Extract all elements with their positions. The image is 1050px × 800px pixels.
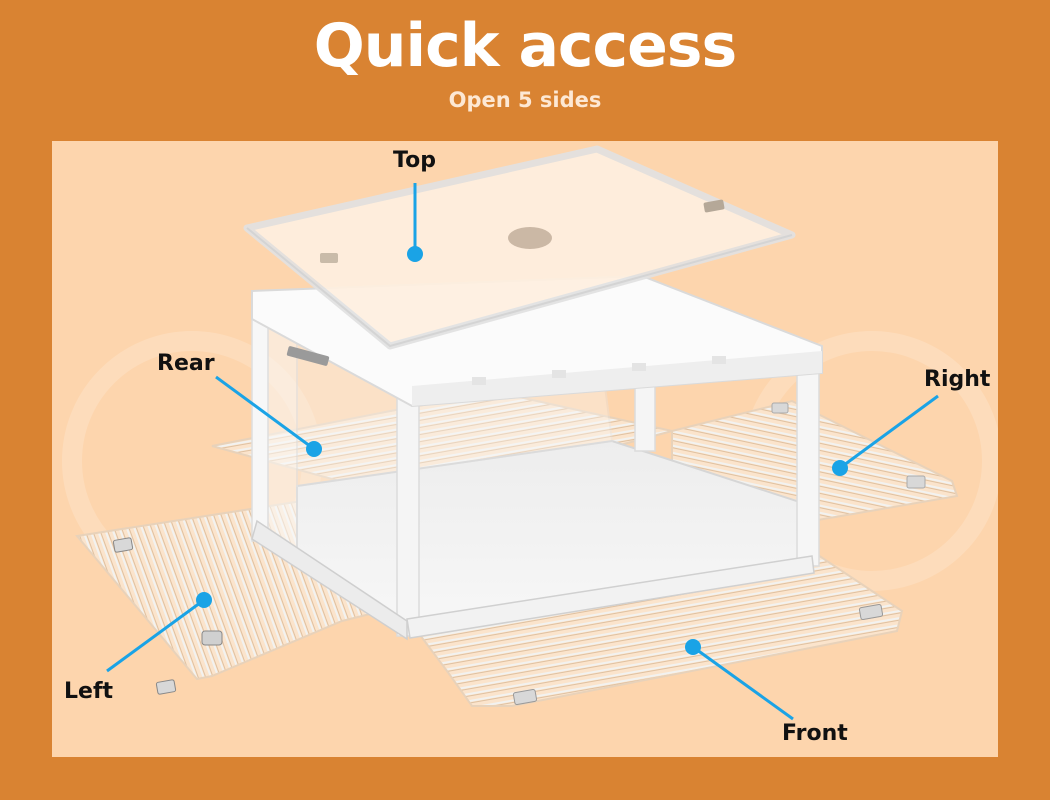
- left-callout-dot: [196, 592, 212, 608]
- callout-label-right: Right: [924, 367, 991, 392]
- header: Quick access Open 5 sides: [0, 0, 1050, 141]
- product-illustration-panel: Top Rear Right Left Front: [52, 141, 998, 757]
- rear-callout-dot: [306, 441, 322, 457]
- front-panel: [400, 549, 904, 707]
- callout-label-rear: Rear: [157, 351, 215, 376]
- page-title: Quick access: [313, 11, 737, 81]
- callout-label-top: Top: [393, 148, 436, 173]
- top-lid: [243, 145, 796, 350]
- front-callout-dot: [685, 639, 701, 655]
- page-subtitle: Open 5 sides: [448, 88, 602, 112]
- right-callout-dot: [832, 460, 848, 476]
- callout-label-left: Left: [64, 679, 114, 704]
- callout-lines: [106, 183, 939, 721]
- top-callout-dot: [407, 246, 423, 262]
- callout-label-front: Front: [782, 721, 848, 746]
- storage-box-illustration: [62, 145, 998, 721]
- box-body: [250, 274, 823, 641]
